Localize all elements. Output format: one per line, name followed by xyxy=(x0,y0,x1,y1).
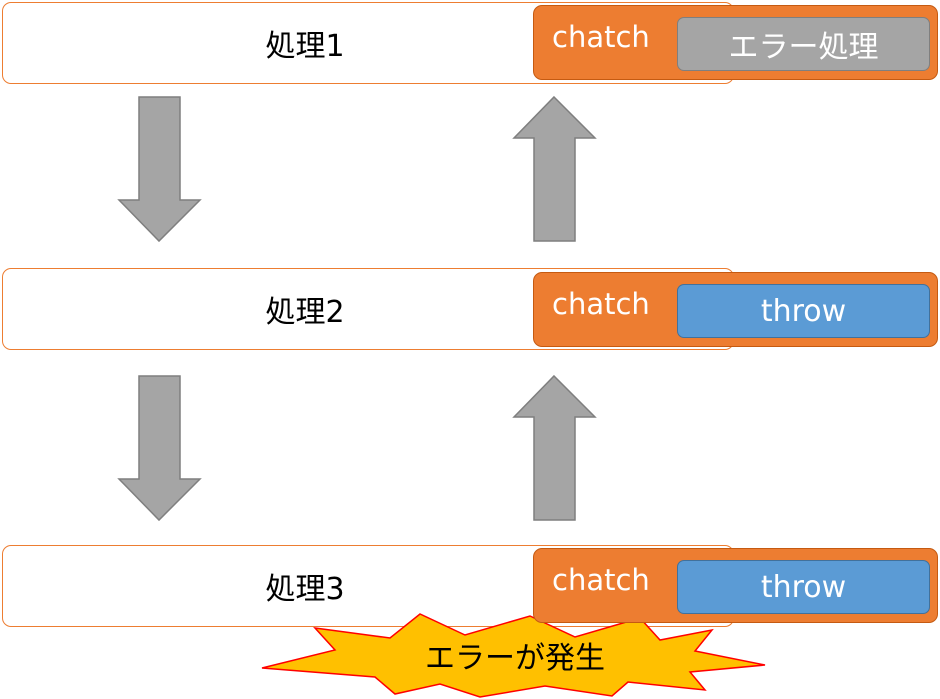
up-arrow-2-shape xyxy=(512,374,597,521)
throw-box-3: throw xyxy=(677,560,930,614)
catch-label-2: chatch xyxy=(552,287,650,321)
catch-label-1: chatch xyxy=(552,20,650,54)
catch-label-3: chatch xyxy=(552,563,650,597)
down-arrow-2 xyxy=(117,375,202,522)
process-label-3: 処理3 xyxy=(265,572,345,607)
up-arrow-2 xyxy=(512,374,597,521)
error-burst-label: エラーが発生 xyxy=(425,641,605,676)
down-arrow-1 xyxy=(117,96,202,243)
throw-box-2: throw xyxy=(677,284,930,338)
up-arrow-1 xyxy=(512,95,597,242)
error-handler-box: エラー処理 xyxy=(677,17,930,71)
process-label-1: 処理1 xyxy=(265,29,345,64)
catch-block-1: chatch エラー処理 xyxy=(533,5,938,80)
catch-block-2: chatch throw xyxy=(533,272,938,347)
down-arrow-2-shape xyxy=(117,375,202,522)
down-arrow-1-shape xyxy=(117,96,202,243)
up-arrow-1-shape xyxy=(512,95,597,242)
process-label-2: 処理2 xyxy=(265,295,345,330)
catch-block-3: chatch throw xyxy=(533,548,938,623)
